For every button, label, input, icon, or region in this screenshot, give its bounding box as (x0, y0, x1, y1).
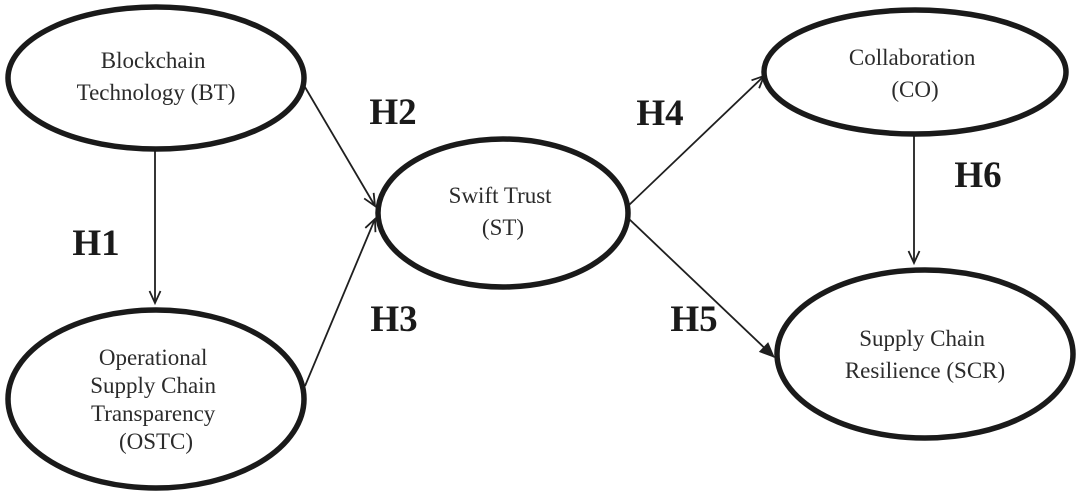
node-co-line-2: (CO) (891, 77, 938, 102)
edge-label-h1: H1 (72, 223, 119, 264)
edge-h5-st-to-scr (627, 217, 775, 358)
node-st-line-1: Swift Trust (449, 183, 553, 208)
node-st-line-2: (ST) (482, 215, 524, 240)
node-scr-label: Supply Chain Resilience (SCR) (845, 326, 1005, 383)
node-ostc-ellipse (5, 307, 307, 491)
edge-label-h6: H6 (954, 155, 1001, 196)
node-swift-trust: Swift Trust (ST) (375, 136, 631, 290)
edge-label-h4: H4 (636, 93, 683, 134)
node-st-ellipse (375, 136, 631, 290)
node-ostc-line-1: Operational (99, 345, 208, 370)
node-co-label: Collaboration (CO) (849, 45, 981, 102)
node-collaboration: Collaboration (CO) (761, 7, 1069, 137)
edge-label-h3: H3 (370, 299, 417, 340)
node-supply-chain-resilience: Supply Chain Resilience (SCR) (774, 267, 1076, 441)
node-operational-supply-chain-transparency: Operational Supply Chain Transparency (O… (5, 307, 307, 491)
node-bt-line-1: Blockchain (101, 48, 206, 73)
edge-h4-st-to-co (627, 74, 766, 207)
edge-h2-bt-to-st (301, 81, 377, 208)
node-co-ellipse (761, 7, 1069, 137)
node-scr-line-1: Supply Chain (859, 326, 985, 351)
node-scr-ellipse (774, 267, 1076, 441)
node-co-line-1: Collaboration (849, 45, 976, 70)
node-ostc-line-2: Supply Chain (90, 373, 216, 398)
node-scr-line-2: Resilience (SCR) (845, 358, 1005, 383)
edge-h3-ostc-to-st (304, 217, 377, 387)
edge-label-h5: H5 (670, 299, 717, 340)
node-bt-label: Blockchain Technology (BT) (77, 48, 236, 105)
node-st-label: Swift Trust (ST) (449, 183, 558, 240)
edge-label-h2: H2 (369, 92, 416, 133)
node-ostc-line-4: (OSTC) (119, 429, 193, 454)
node-bt-ellipse (5, 4, 307, 152)
node-ostc-line-3: Transparency (91, 401, 216, 426)
node-ostc-label: Operational Supply Chain Transparency (O… (90, 345, 222, 454)
node-blockchain-technology: Blockchain Technology (BT) (5, 4, 307, 152)
node-bt-line-2: Technology (BT) (77, 80, 236, 105)
